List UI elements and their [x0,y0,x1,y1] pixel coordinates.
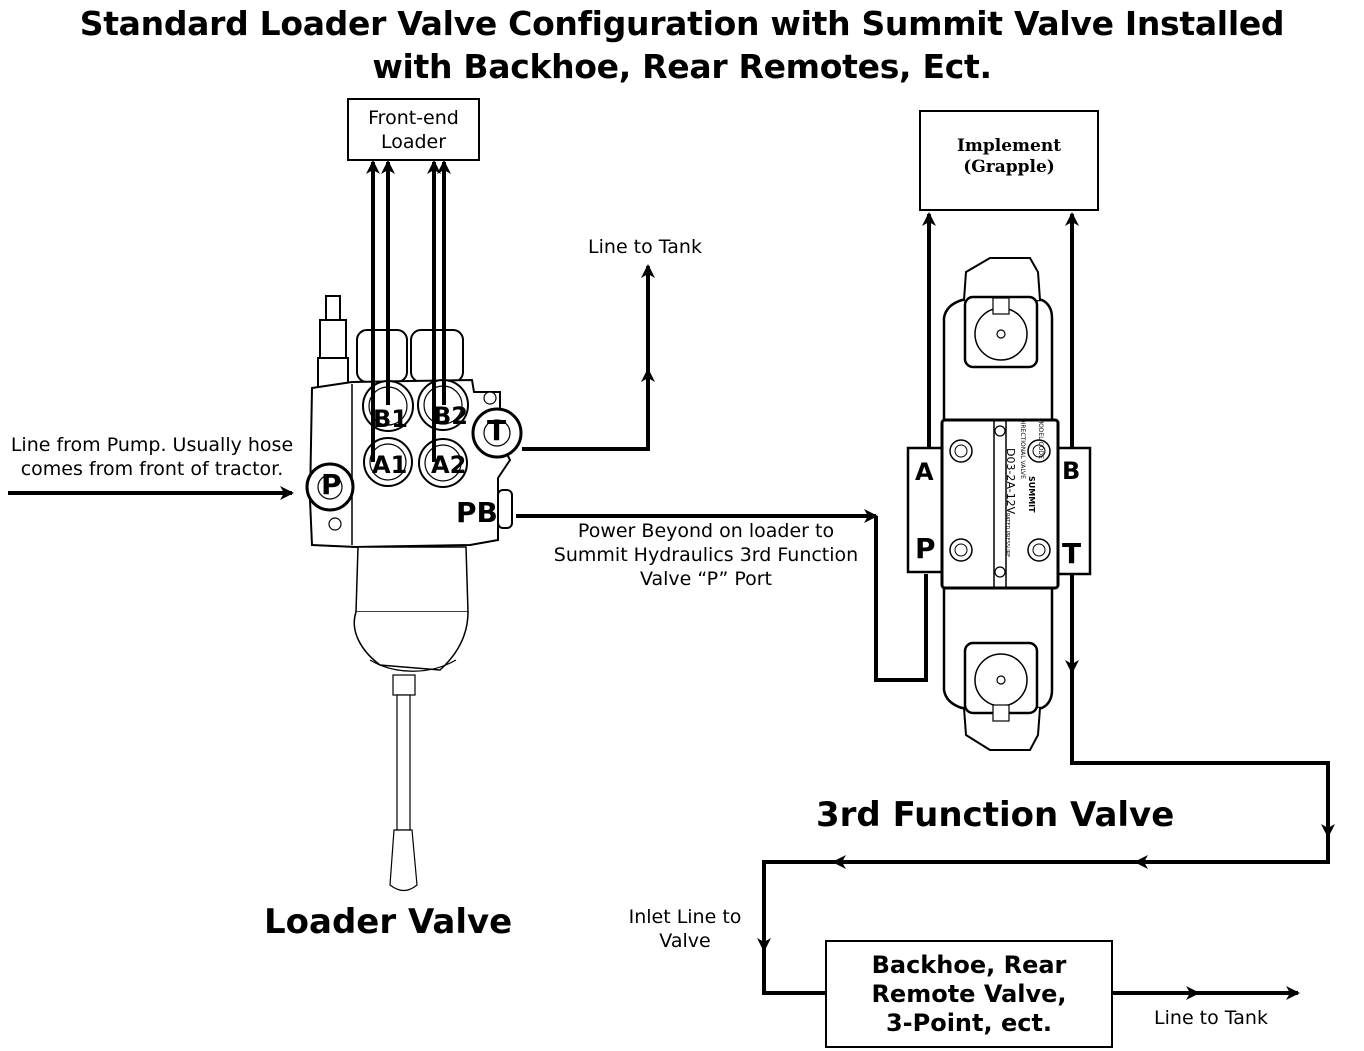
port-p-label: P [321,468,342,501]
backhoe-box: Backhoe, Rear Remote Valve, 3-Point, ect… [825,940,1113,1048]
spool-cap-1 [356,329,408,383]
loader-valve-caption: Loader Valve [264,902,513,942]
pump-label-line-2: comes from front of tractor. [20,458,284,480]
lever-rod [396,694,411,831]
summit-label-text: MODEL CODE DIRECTIONAL VALVE D03-2A-12V … [982,418,1044,586]
relief-valve-cap [325,295,341,322]
summit-model-code-caption: MODEL CODE [1037,418,1044,459]
backhoe-line-2: Remote Valve, [871,979,1067,1008]
summit-brand: SUMMIT [1027,476,1036,513]
backhoe-line-1: Backhoe, Rear [871,950,1067,979]
upper-solenoid-connector [963,257,1041,301]
port-t-label: T [487,414,507,447]
front-end-loader-box: Front-end Loader [347,98,480,161]
lever-boot-upper [355,546,469,613]
summit-port-tab-left [906,446,944,574]
port-pb-label: PB [456,496,498,529]
port-b1-label: B1 [373,405,408,433]
port-b2-label: B2 [433,402,468,430]
spool-cap-2 [410,329,464,383]
line-inlet-down [757,860,836,952]
implement-line-2: (Grapple) [963,157,1055,177]
inlet-label-line-2: Valve [659,930,711,952]
line-return-right [1134,834,1330,869]
backhoe-line-3: 3-Point, ect. [885,1008,1053,1037]
implement-box: Implement (Grapple) [919,110,1099,211]
diagram-title-line-1: Standard Loader Valve Configuration with… [79,4,1285,43]
lever-nut [392,674,416,696]
third-function-valve-caption: 3rd Function Valve [816,795,1175,835]
lever-handle [389,829,418,892]
label-screw-bottom [994,566,1006,578]
summit-model-number: D03-2A-12V [1004,448,1017,515]
summit-port-b-label: B [1062,457,1081,485]
port-pb-boss [497,489,513,529]
lower-solenoid-connector [963,707,1041,751]
front-end-loader-line-1: Front-end [368,106,459,129]
label-screw-top [994,425,1006,437]
line-t-to-right [1070,670,1335,838]
summit-port-a-label: A [915,458,934,486]
loader-valve-illustration [305,295,523,892]
pump-label-line-1: Line from Pump. Usually hose [10,434,294,456]
port-a2-label: A2 [431,451,467,479]
inlet-label: Inlet Line to Valve [615,905,755,953]
summit-directional-valve-caption: DIRECTIONAL VALVE [1019,418,1026,479]
power-beyond-label-line-3: Valve “P” Port [639,568,773,590]
line-to-tank-top-label: Line to Tank [588,236,702,258]
line-t-to-tank-lower [522,368,655,451]
front-end-loader-line-2: Loader [380,130,447,153]
power-beyond-label: Power Beyond on loader to Summit Hydraul… [536,519,876,591]
power-beyond-label-line-1: Power Beyond on loader to [577,520,835,542]
diagram-title-line-2: with Backhoe, Rear Remotes, Ect. [372,47,992,86]
inlet-label-line-1: Inlet Line to [628,906,742,928]
line-pb-to-summit-p [874,516,928,682]
summit-valve-illustration [906,257,1092,751]
summit-port-t-label: T [1062,537,1082,570]
relief-valve-nut [319,319,347,361]
lever-boot-lower [353,611,469,671]
pump-label: Line from Pump. Usually hose comes from … [0,433,304,481]
implement-line-1: Implement [956,136,1062,156]
power-beyond-label-line-2: Summit Hydraulics 3rd Function [553,544,859,566]
port-a1-label: A1 [372,451,408,479]
summit-port-p-label: P [915,532,936,565]
line-to-tank-bottom-label: Line to Tank [1154,1007,1268,1029]
line-inlet-to-backhoe [762,948,826,995]
summit-rated-pressure: RATED PRESSURE [1004,513,1010,558]
